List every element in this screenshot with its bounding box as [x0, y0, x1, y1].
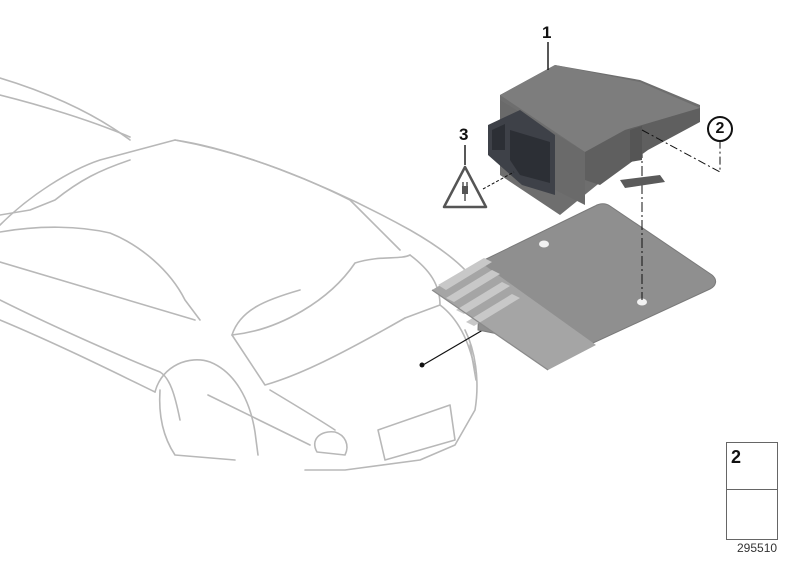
- legend-item-number: 2: [731, 447, 742, 467]
- control-module: [488, 65, 700, 215]
- callout-3: 3: [459, 125, 469, 144]
- callout-1: 1: [542, 23, 552, 42]
- leader-vehicle: [419, 326, 489, 368]
- connector-warning-icon: [442, 165, 488, 209]
- callout-2: 2: [707, 116, 733, 142]
- leader-3-connector: [482, 171, 515, 190]
- vehicle-outline: [0, 77, 481, 471]
- reference-number: 295510: [737, 541, 778, 555]
- legend-box: 2: [726, 442, 778, 540]
- legend-divider: [727, 489, 777, 490]
- mounting-bracket: [431, 203, 717, 371]
